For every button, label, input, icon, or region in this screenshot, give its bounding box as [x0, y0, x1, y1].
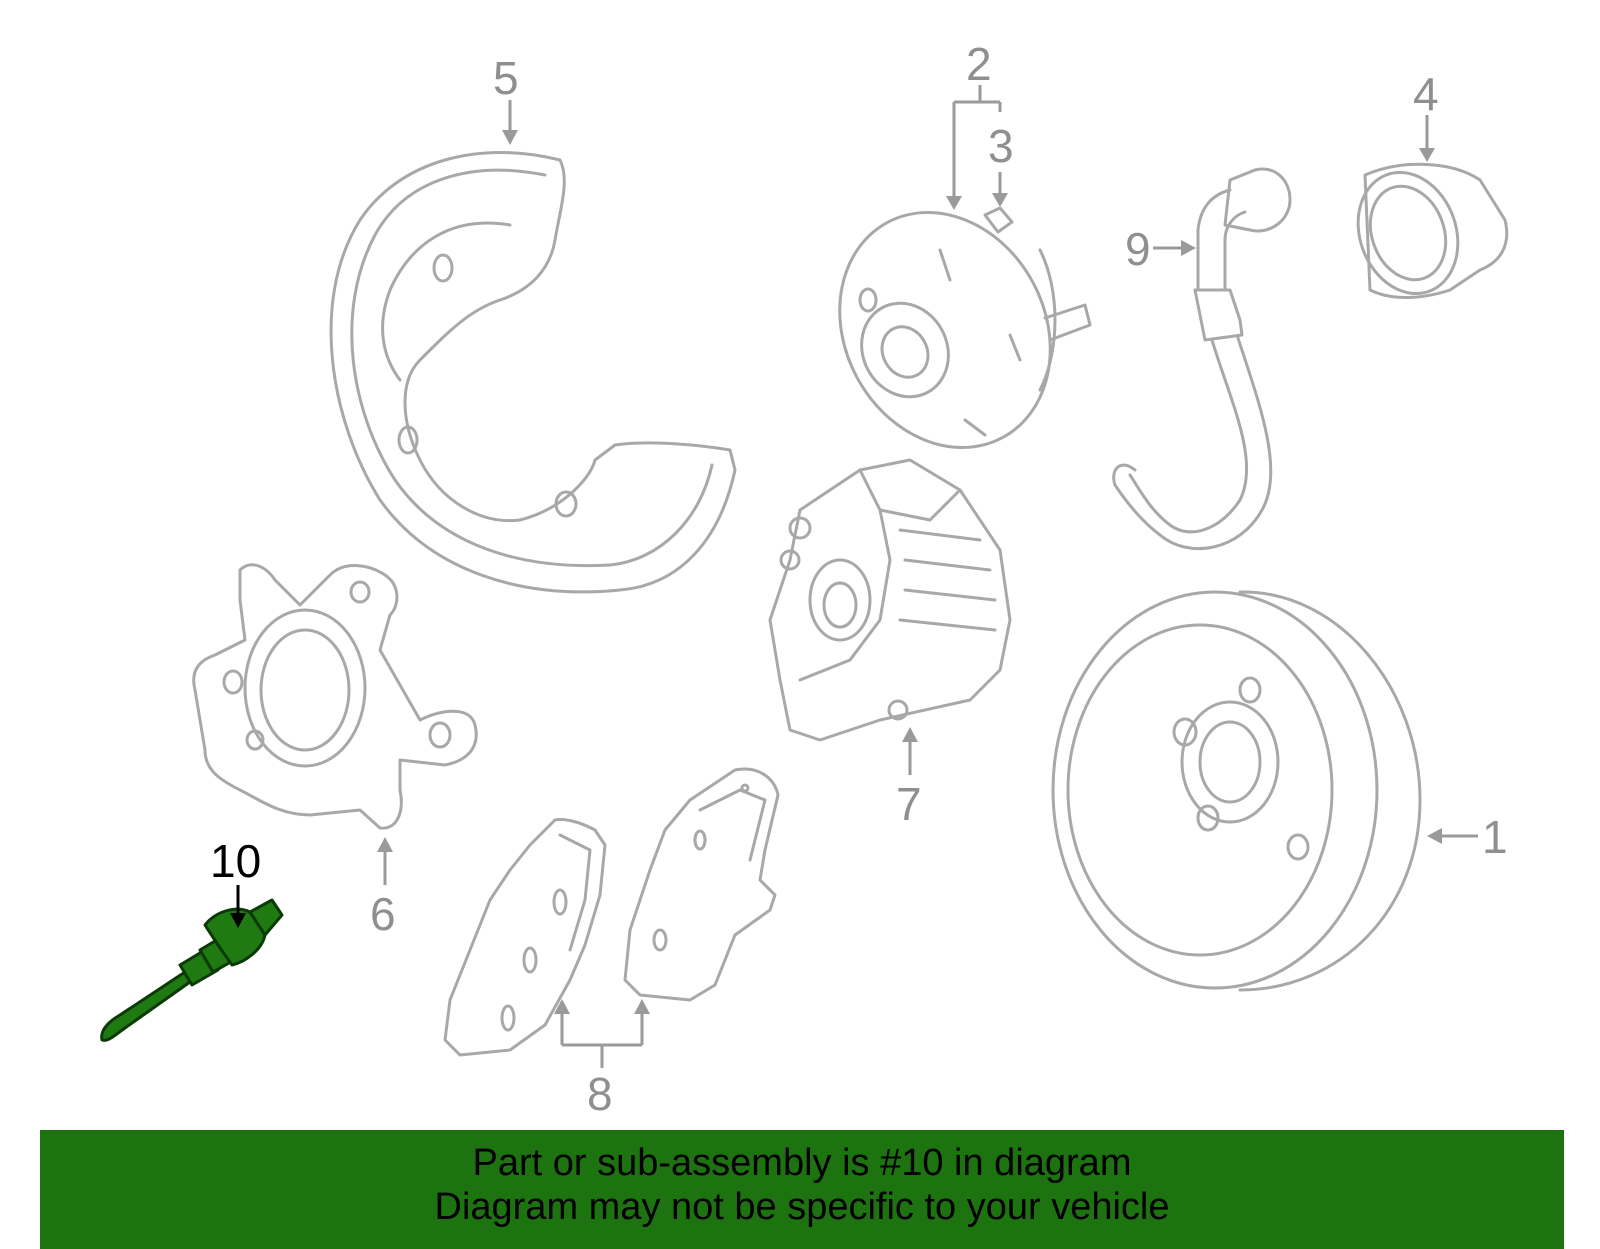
- callout-2: 2: [966, 38, 992, 90]
- leader-6: [377, 837, 393, 885]
- part-6-knuckle: [192, 563, 478, 830]
- part-8-brake-pads: [443, 767, 780, 1057]
- banner-line-2: Diagram may not be specific to your vehi…: [434, 1186, 1170, 1228]
- part-7-caliper: [768, 458, 1012, 742]
- leader-4: [1419, 115, 1435, 162]
- info-banner: Part or sub-assembly is #10 in diagram D…: [40, 1130, 1564, 1249]
- callout-7: 7: [896, 778, 922, 830]
- callout-8: 8: [587, 1068, 613, 1120]
- part-5-dust-shield: [329, 151, 737, 594]
- callout-6: 6: [370, 888, 396, 940]
- callout-10: 10: [210, 835, 261, 887]
- leader-5: [502, 100, 518, 145]
- callout-5: 5: [493, 52, 519, 104]
- leader-7: [902, 727, 918, 775]
- callout-1: 1: [1482, 811, 1508, 863]
- leader-9: [1153, 240, 1196, 256]
- part-1-rotor: [1051, 590, 1422, 992]
- callout-3: 3: [988, 120, 1014, 172]
- part-2-hub: [838, 210, 1092, 450]
- part-3-wheel-stud: [983, 206, 1014, 234]
- callout-4: 4: [1413, 68, 1439, 120]
- part-4-bearing: [1356, 162, 1509, 299]
- leader-2: [946, 85, 1002, 210]
- part-10-abs-sensor: [100, 898, 284, 1042]
- leader-10: [230, 885, 246, 928]
- leader-3: [992, 172, 1008, 207]
- banner-line-1: Part or sub-assembly is #10 in diagram: [472, 1142, 1132, 1184]
- part-9-brake-hose: [1112, 167, 1292, 551]
- leader-1: [1427, 828, 1478, 844]
- callout-9: 9: [1125, 223, 1151, 275]
- leader-8: [554, 999, 650, 1068]
